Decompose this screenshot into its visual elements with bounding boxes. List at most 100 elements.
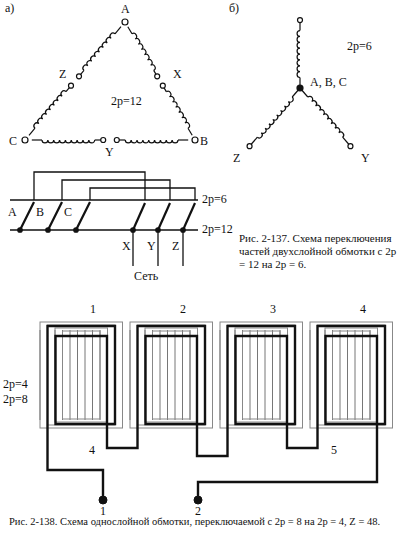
- coil: [297, 31, 300, 78]
- lead-wire: [128, 27, 132, 34]
- figure-letter: а): [4, 2, 15, 15]
- terminal-label: Z: [171, 240, 180, 253]
- slot-conductor: [250, 330, 251, 420]
- terminal: [99, 496, 107, 504]
- terminal: [122, 19, 128, 25]
- lead-wire: [107, 440, 138, 448]
- slot-conductor: [272, 330, 273, 420]
- slot-conductor: [77, 330, 78, 420]
- switch-blade: [158, 203, 170, 230]
- terminal: [297, 85, 303, 91]
- terminal-label: A, B, C: [309, 76, 348, 89]
- slot-conductor: [340, 330, 341, 420]
- coil-end: [310, 322, 393, 428]
- slot-conductor: [160, 330, 161, 420]
- terminal-label: Z: [232, 152, 241, 165]
- coil: [42, 140, 95, 143]
- terminal: [77, 74, 82, 79]
- slot-conductor: [347, 330, 348, 420]
- coil-end: [325, 328, 378, 422]
- lead-wire: [343, 137, 350, 145]
- coil-end: [138, 325, 206, 425]
- figure-caption: Рис. 2-138. Схема однослойной обмотки, п…: [8, 516, 402, 528]
- coil-group: [48, 326, 116, 440]
- single-layer-winding: [40, 322, 393, 504]
- terminal-label: Y: [360, 152, 371, 165]
- slot-conductor: [265, 330, 266, 420]
- coil-end: [153, 331, 191, 419]
- switch-blade: [183, 203, 195, 230]
- slot-conductor: [92, 330, 93, 420]
- terminal-label: X: [172, 68, 183, 81]
- lead-wire: [32, 139, 42, 140]
- terminal-label: B: [35, 206, 45, 219]
- callout-number: 5: [330, 444, 338, 457]
- terminal: [22, 137, 28, 143]
- lead-wire: [198, 440, 377, 496]
- terminal-label: Z: [58, 68, 67, 81]
- slot-conductor: [257, 330, 258, 420]
- terminal-label: C: [8, 135, 18, 148]
- coil-end: [228, 325, 296, 425]
- pole-count: 2p=12: [201, 223, 234, 236]
- mains-wire: [182, 230, 183, 266]
- coil-end: [63, 331, 101, 419]
- terminal-label: Y: [104, 146, 115, 159]
- pole-count: 2p=12: [110, 95, 143, 108]
- callout-number: 2: [179, 303, 187, 316]
- slot-conductor: [85, 330, 86, 420]
- figure-letter: б): [228, 2, 240, 15]
- lead-wire: [115, 27, 121, 34]
- mains-label: Сеть: [133, 270, 159, 283]
- callout-number: 4: [88, 444, 96, 457]
- terminal: [156, 228, 160, 232]
- terminal: [155, 74, 160, 79]
- lead-wire: [188, 128, 192, 135]
- coil-end: [235, 328, 288, 422]
- terminal: [181, 228, 185, 232]
- lead-wire: [197, 440, 228, 456]
- terminal: [247, 144, 252, 149]
- switch-blade: [20, 202, 34, 230]
- terminal: [74, 228, 78, 232]
- delta-winding: [22, 19, 198, 143]
- terminal: [192, 137, 198, 143]
- link-wire: [90, 188, 195, 200]
- lead-wire: [251, 137, 258, 145]
- callout-number: 3: [269, 303, 277, 316]
- terminal: [18, 228, 22, 232]
- coil: [132, 33, 155, 70]
- terminal: [101, 138, 106, 143]
- terminal-label: Y: [146, 240, 157, 253]
- link-wire: [62, 180, 170, 200]
- coil-end: [40, 322, 123, 428]
- slot-conductor: [175, 330, 176, 420]
- coil-end: [48, 325, 116, 425]
- lead-wire: [29, 128, 35, 135]
- callout-number: 4: [359, 303, 367, 316]
- coil-group: [138, 326, 206, 440]
- coil-end: [318, 325, 386, 425]
- coil: [125, 140, 178, 143]
- coil: [308, 96, 344, 137]
- terminal: [194, 496, 202, 504]
- switch-blade: [76, 202, 90, 230]
- terminal-label: B: [199, 135, 209, 148]
- slot-conductor: [362, 330, 363, 420]
- coil: [34, 91, 66, 128]
- callout-number: 1: [89, 303, 97, 316]
- terminal: [46, 228, 50, 232]
- terminal-label: A: [7, 206, 18, 219]
- switch-blade: [48, 202, 62, 230]
- pole-count: 2p=6: [201, 193, 228, 206]
- terminal: [114, 138, 119, 143]
- coil-end: [130, 322, 213, 428]
- figure-caption: Рис. 2-137. Схема переключения частей дв…: [238, 232, 400, 271]
- coil-group: [318, 326, 386, 440]
- terminal: [348, 144, 353, 149]
- switch-blade: [133, 203, 145, 230]
- slot-conductor: [182, 330, 183, 420]
- coil-end: [333, 331, 371, 419]
